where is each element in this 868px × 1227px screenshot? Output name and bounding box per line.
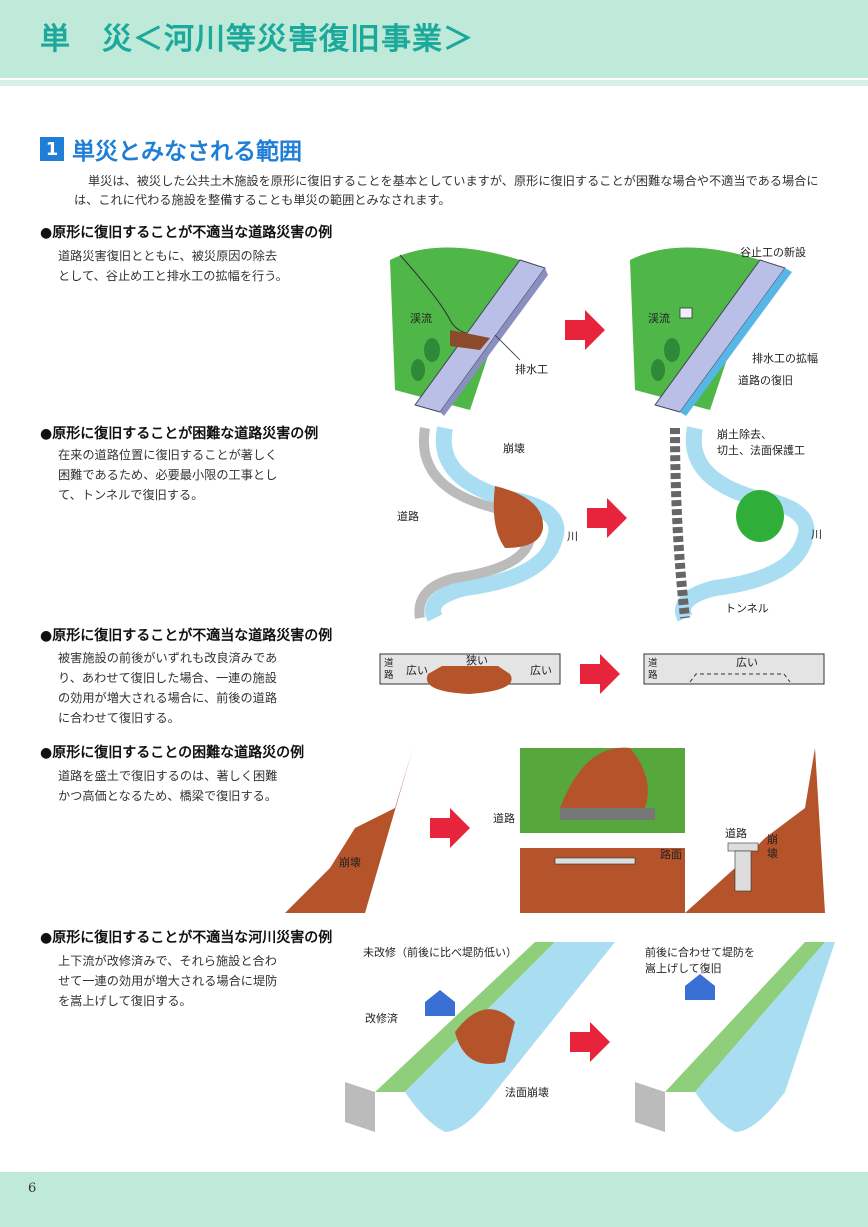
drain-label: 排水工	[515, 362, 548, 376]
arrow-icon	[587, 498, 627, 538]
example-4-text: 道路を盛土で復旧するのは、著しく困難かつ高価となるため、橋梁で復旧する。	[58, 769, 278, 803]
collapse-char-1: 崩	[767, 832, 778, 846]
header-band: 単 災＜河川等災害復旧事業＞	[0, 0, 868, 78]
footer-band	[0, 1172, 868, 1227]
raise-label-2: 嵩上げして復旧	[645, 962, 722, 975]
example-4-heading: ●原形に復旧することの困難な道路災の例	[40, 745, 305, 761]
example-3-heading: ●原形に復旧することが不適当な道路災害の例	[40, 628, 333, 644]
wide-label-2: 広い	[530, 664, 552, 677]
tunnel-label: トンネル	[725, 602, 769, 615]
cut-label: 切土、法面保護工	[717, 443, 805, 457]
new-dam-label: 谷止工の新設	[740, 245, 806, 259]
improved-label: 改修済	[365, 1011, 398, 1025]
arrow-icon	[430, 808, 470, 848]
header-rule	[0, 80, 868, 86]
road-char-4: 路	[648, 669, 658, 681]
collapse-label: 崩壊	[339, 855, 361, 869]
road-restore-label: 道路の復旧	[738, 373, 793, 387]
example-4-figure: 崩壊 道路 路面 道路 崩 壊	[285, 747, 825, 913]
narrow-label: 狭い	[466, 654, 488, 667]
example-1-heading: ●原形に復旧することが不適当な道路災害の例	[40, 225, 333, 241]
road-label: 道路	[493, 811, 515, 825]
river-label: 川	[567, 530, 578, 543]
example-1-text: 道路災害復旧とともに、被災原因の除去として、谷止め工と排水工の拡幅を行う。	[58, 249, 288, 283]
intro-paragraph: 単災は、被災した公共土木施設を原形に復旧することを基本としていますが、原形に復旧…	[74, 174, 819, 207]
road-char-2: 路	[384, 669, 394, 681]
road-label: 道路	[397, 509, 419, 523]
collapse-char-2: 壊	[767, 847, 778, 860]
raise-label-1: 前後に合わせて堤防を	[645, 945, 755, 959]
arrow-icon	[570, 1022, 610, 1062]
unimproved-label: 未改修（前後に比べ堤防低い）	[363, 945, 517, 959]
example-3-text: 被害施設の前後がいずれも改良済みであり、あわせて復旧した場合、一連の施設の効用が…	[58, 651, 278, 725]
drain-widen-label: 排水工の拡幅	[752, 351, 818, 365]
river-label-2: 川	[811, 528, 822, 541]
wide-label-3: 広い	[736, 656, 758, 669]
remove-label: 崩土除去、	[717, 427, 772, 441]
stream-label: 渓流	[410, 311, 432, 325]
road-char-1: 道	[384, 657, 394, 669]
road-label-2: 道路	[725, 826, 747, 840]
example-2-text: 在来の道路位置に復旧することが著しく困難であるため、必要最小限の工事として、トン…	[58, 448, 278, 502]
page-title: 単 災＜河川等災害復旧事業＞	[40, 22, 474, 57]
example-2-figure: 崩壊 道路 川 崩土除去、 切土、法面保護工 川 トンネル	[397, 426, 822, 622]
road-char-3: 道	[648, 657, 658, 669]
arrow-icon	[565, 310, 605, 350]
example-1-figure: 渓流 排水工 渓流 谷止工の新設 排水工の拡幅 道路の復旧	[390, 245, 818, 416]
arrow-icon	[580, 654, 620, 694]
section-number-badge: 1	[40, 137, 64, 161]
example-2-heading: ●原形に復旧することが困難な道路災害の例	[40, 426, 319, 442]
page-number: 6	[28, 1181, 37, 1196]
example-3-figure: 道 路 広い 狭い 広い 道 路 広い	[379, 653, 825, 694]
collapse-label: 崩壊	[503, 441, 525, 455]
road-surface-label: 路面	[660, 848, 682, 861]
slope-collapse-label: 法面崩壊	[505, 1085, 549, 1099]
example-5-heading: ●原形に復旧することが不適当な河川災害の例	[40, 930, 333, 946]
example-5-text: 上下流が改修済みで、それら施設と合わせて一連の効用が増大される場合に堤防を嵩上げ…	[58, 954, 278, 1008]
section-heading: 1 単災とみなされる範囲	[40, 134, 302, 165]
example-5-figure: 未改修（前後に比べ堤防低い） 改修済 法面崩壊 前後に合わせて堤防を 嵩上げして…	[345, 942, 835, 1132]
wide-label-1: 広い	[406, 664, 428, 677]
section-title: 単災とみなされる範囲	[72, 139, 302, 165]
stream-label-2: 渓流	[648, 311, 670, 325]
